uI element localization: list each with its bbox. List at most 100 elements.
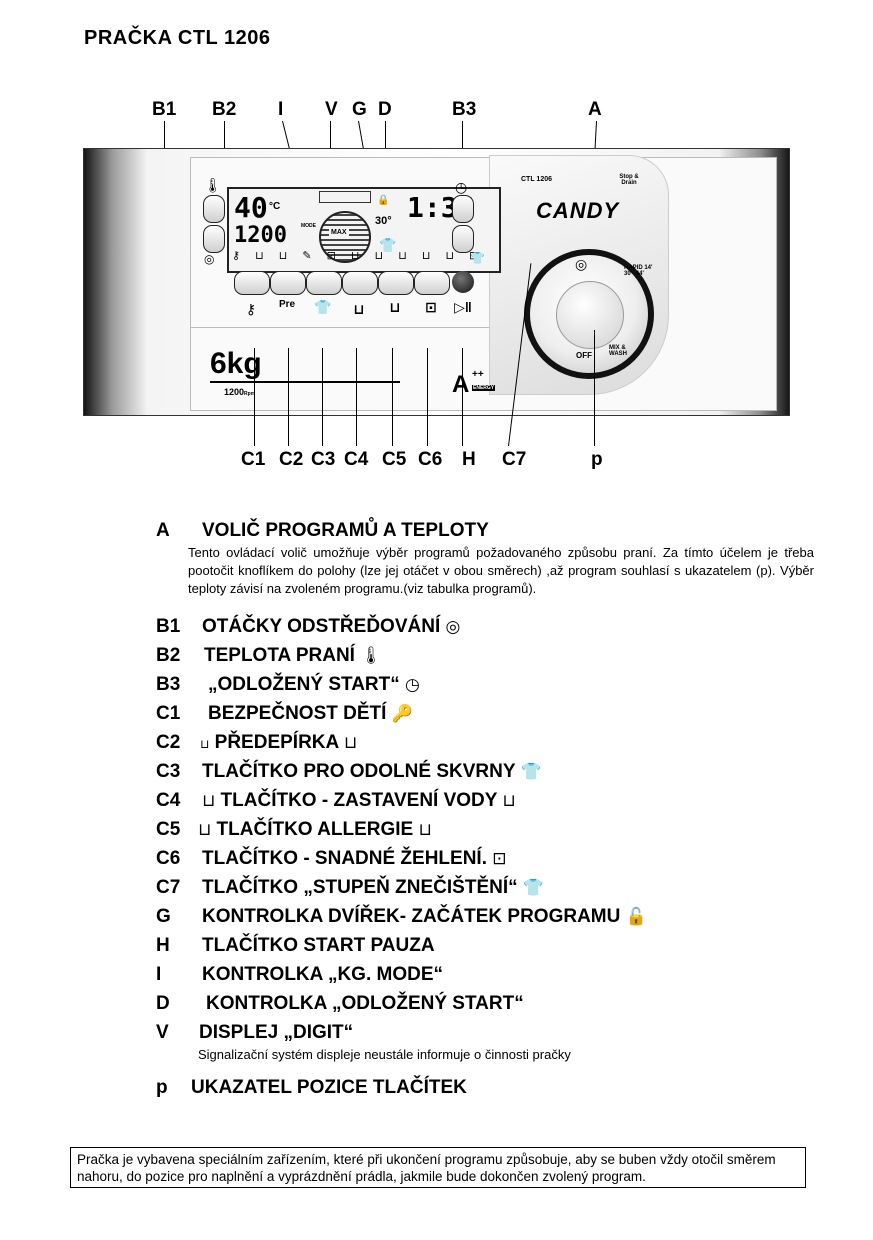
callout-p: p — [591, 449, 603, 470]
callout-v: V — [325, 99, 338, 120]
callout-b3: B3 — [452, 99, 477, 120]
callout-c6: C6 — [418, 449, 443, 470]
energy-plus: ++ — [472, 369, 484, 380]
item-key: H — [156, 935, 170, 956]
stain-shirt-icon: 👕 — [379, 237, 397, 253]
display-max: MAX — [329, 229, 349, 236]
item-title: TLAČÍTKO - SNADNÉ ŽEHLENÍ. ⊡ — [202, 848, 507, 870]
prewash-button[interactable] — [270, 271, 306, 295]
callout-a: A — [588, 99, 602, 120]
item-title: VOLIČ PROGRAMŮ A TEPLOTY — [202, 520, 489, 541]
callout-b2: B2 — [212, 99, 237, 120]
key-icon: 🔑 — [391, 704, 413, 723]
item-title: TLAČÍTKO PRO ODOLNÉ SKVRNY 👕 — [202, 761, 542, 783]
basin-icon: ⊔ — [343, 733, 358, 752]
kg-mode-indicator — [319, 191, 371, 203]
item-title-text: OTÁČKY ODSTŘEĎOVÁNÍ — [202, 616, 441, 637]
item-title-text: KONTROLKA DVÍŘEK- ZAČÁTEK PROGRAMU — [202, 906, 621, 927]
callout-c4: C4 — [344, 449, 369, 470]
stop-drain-label: Stop & Drain — [619, 174, 639, 186]
item-key: C1 — [156, 703, 181, 724]
panel-divider — [190, 327, 490, 328]
basin-icon: ⊔ — [353, 301, 365, 317]
stain-button[interactable] — [306, 271, 342, 295]
item-title-text: TLAČÍTKO - ZASTAVENÍ VODY — [220, 790, 498, 811]
thermometer-icon: 🌡 — [360, 646, 382, 665]
display-temp-unit: °C — [269, 201, 281, 212]
knob-center[interactable] — [556, 281, 624, 349]
delay-start-button[interactable] — [452, 195, 474, 223]
callout-b1: B1 — [152, 99, 177, 120]
delay-start-button-2[interactable] — [452, 225, 474, 253]
lock-icon: 🔓 — [625, 907, 647, 926]
iron-icon: ⊡ — [492, 849, 507, 868]
callout-d: D — [378, 99, 392, 120]
item-key: I — [156, 964, 162, 985]
item-title: „ODLOŽENÝ START“ ◷ — [208, 674, 420, 696]
callout-h: H — [462, 449, 476, 470]
item-title-text: BEZPEČNOST DĚTÍ — [208, 703, 387, 724]
item-title: KONTROLKA „KG. MODE“ — [202, 964, 444, 985]
item-title-text: TEPLOTA PRANÍ — [204, 645, 355, 666]
spin-speed-button[interactable] — [203, 225, 225, 253]
item-key: A — [156, 520, 170, 541]
item-title: ⊔ PŘEDEPÍRKA ⊔ — [200, 732, 357, 754]
callout-g: G — [352, 99, 367, 120]
item-key: C6 — [156, 848, 181, 869]
rpm-label: 1200Rpm — [224, 387, 255, 397]
knob-mix-label: MIX & WASH — [609, 345, 627, 357]
capacity-label: 6kg — [210, 347, 262, 380]
soil-level-icon: 👕 — [470, 251, 485, 265]
basin-icon: ⊔ — [502, 791, 516, 810]
key-icon: ⚷ — [245, 301, 257, 317]
panel-model-label: CTL 1206 — [521, 176, 552, 183]
item-key: p — [156, 1077, 168, 1098]
item-title-text: PŘEDEPÍRKA — [214, 732, 339, 753]
display-delay-temp: 30° — [375, 215, 392, 227]
temperature-icon: 🌡 — [204, 177, 222, 193]
item-key: C7 — [156, 877, 181, 898]
start-pause-button[interactable] — [452, 271, 474, 293]
callout-c5: C5 — [382, 449, 407, 470]
knob-rapid-label: RAPID 14' 30'- 44' — [624, 265, 653, 277]
item-key: D — [156, 993, 170, 1014]
rpm-value: 1200 — [224, 387, 245, 397]
item-key: C4 — [156, 790, 181, 811]
callout-c7: C7 — [502, 449, 527, 470]
shirt-icon: 👕 — [314, 299, 332, 315]
drum-load-icon — [319, 211, 371, 263]
delay-start-icon: ◷ — [455, 179, 468, 195]
item-title: ⊔ TLAČÍTKO ALLERGIE ⊔ — [198, 819, 432, 841]
callout-i: I — [278, 99, 284, 120]
iron-icon: ⊡ — [425, 299, 437, 315]
door-lock-icon: 🔒 — [377, 195, 390, 206]
clock-icon: ◷ — [405, 675, 420, 694]
spin-icon: ◎ — [204, 252, 215, 266]
brand-logo: CANDY — [536, 198, 620, 223]
callout-c3: C3 — [311, 449, 336, 470]
item-title: BEZPEČNOST DĚTÍ 🔑 — [208, 703, 413, 725]
display-spin: 1200 — [234, 223, 287, 248]
item-key: C3 — [156, 761, 181, 782]
knob-off-label: OFF — [576, 351, 592, 360]
water-stop-button[interactable] — [342, 271, 378, 295]
item-title-text: TLAČÍTKO PRO ODOLNÉ SKVRNY — [202, 761, 516, 782]
capacity-line — [210, 381, 400, 383]
energy-class: A — [452, 371, 470, 398]
item-description: Tento ovládací volič umožňuje výběr prog… — [188, 545, 814, 596]
control-panel: CTL 1206 Stop & Drain CANDY ◎ OFF RAPID … — [83, 148, 790, 416]
item-title: TLAČÍTKO START PAUZA — [202, 935, 435, 956]
note-box: Pračka je vybavena speciálním zařízením,… — [70, 1147, 806, 1188]
allergy-button[interactable] — [378, 271, 414, 295]
display-mode-label: MODE — [301, 223, 316, 229]
shirt-icon: 👕 — [522, 878, 545, 897]
easy-iron-button[interactable] — [414, 271, 450, 295]
allergy-icon: ⊔ — [418, 820, 432, 839]
item-title: DISPLEJ „DIGIT“ — [199, 1022, 354, 1043]
display-temp: 40 — [234, 191, 268, 224]
child-lock-button[interactable] — [234, 271, 270, 295]
prewash-icon: ⊔ — [200, 737, 210, 751]
temperature-button[interactable] — [203, 195, 225, 223]
item-title: KONTROLKA DVÍŘEK- ZAČÁTEK PROGRAMU 🔓 — [202, 906, 647, 928]
item-key: B1 — [156, 616, 181, 637]
